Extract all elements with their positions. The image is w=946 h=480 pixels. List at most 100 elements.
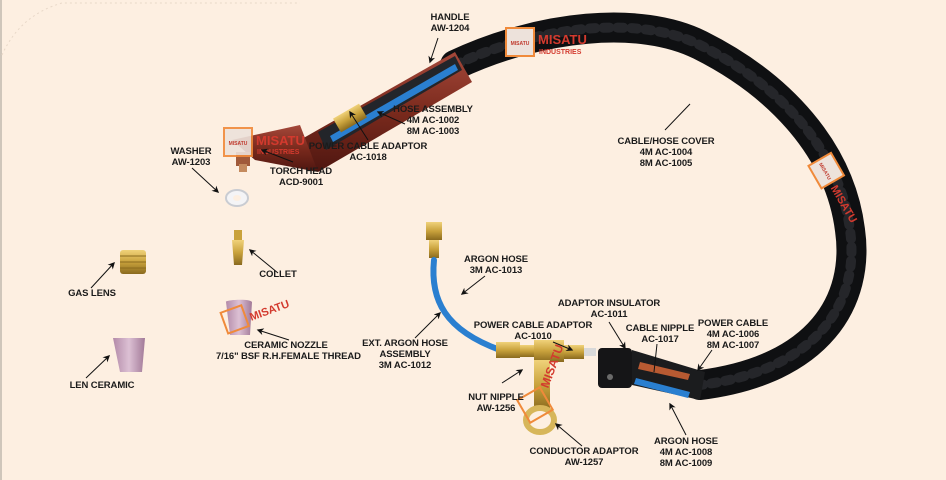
left-border [0, 0, 2, 480]
arrow-power-cable [697, 349, 713, 372]
label-adaptor-insulator: ADAPTOR INSULATOR AC-1011 [556, 298, 662, 320]
arrow-ext-argon-hose [414, 312, 441, 339]
arrow-cable-nipple [653, 343, 658, 373]
part-name: CABLE/HOSE COVER [617, 136, 715, 147]
part-code: AW-1257 [564, 457, 604, 468]
part-code: 8M AC-1009 [659, 458, 713, 469]
watermark-brand: MISATU [538, 32, 587, 47]
part-code: 4M AC-1004 [639, 147, 693, 158]
part-name: GAS LENS [68, 288, 116, 299]
watermark-sub: INDUSTRIES [539, 49, 582, 56]
cable-end [632, 350, 705, 400]
label-hose-assembly: HOSE ASSEMBLY 4M AC-1002 8M AC-1003 [388, 104, 478, 137]
part-code: AC-1017 [641, 334, 679, 345]
part-name: ARGON HOSE [654, 436, 718, 447]
arrow-nut-nipple [501, 369, 524, 384]
label-torch-head: TORCH HEAD ACD-9001 [266, 166, 336, 188]
label-power-cable-adaptor: POWER CABLE ADAPTOR AC-1010 [472, 320, 594, 342]
collet [232, 230, 244, 265]
label-len-ceramic: LEN CERAMIC [64, 380, 140, 391]
part-code: 8M AC-1005 [639, 158, 693, 169]
part-code: 3M AC-1013 [469, 265, 523, 276]
arrow-handle [428, 37, 439, 64]
part-name: WASHER [170, 146, 212, 157]
arrow-argon-hose-main [669, 402, 687, 436]
arrow-collet [248, 249, 279, 274]
part-code: 8M AC-1003 [406, 126, 460, 137]
label-ceramic-nozzle: CERAMIC NOZZLE 7/16" BSF R.H.FEMALE THRE… [216, 340, 361, 362]
part-code: 7/16" BSF R.H.FEMALE THREAD [216, 351, 361, 362]
part-name: NUT NIPPLE [468, 392, 524, 403]
part-code: ACD-9001 [278, 177, 324, 188]
label-washer: WASHER AW-1203 [166, 146, 216, 168]
arrow-washer [191, 167, 220, 193]
label-ext-argon-hose-assembly: EXT. ARGON HOSE ASSEMBLY 3M AC-1012 [360, 338, 450, 371]
watermark-top: MISATU MISATU INDUSTRIES [505, 27, 587, 57]
len-ceramic [113, 338, 145, 372]
label-power-cable: POWER CABLE 4M AC-1006 8M AC-1007 [697, 318, 769, 351]
label-nut-nipple: NUT NIPPLE AW-1256 [464, 392, 528, 414]
cable-nipple [638, 362, 690, 380]
watermark-stamp-text: MISATU [511, 41, 530, 47]
part-name: ARGON HOSE [464, 254, 528, 265]
part-code: AC-1010 [514, 331, 552, 342]
handle [300, 52, 472, 172]
part-name: CABLE NIPPLE [625, 323, 695, 334]
part-code: ASSEMBLY [379, 349, 431, 360]
part-name: POWER CABLE ADAPTOR [473, 320, 593, 331]
label-power-cable-adaptor-torch: POWER CABLE ADAPTOR AC-1018 [307, 141, 429, 163]
part-code: AC-1011 [590, 309, 628, 320]
arrow-cable-hose-cover [664, 103, 691, 131]
arrow-ceramic-nozzle [256, 328, 290, 341]
watermark-conductor [515, 385, 555, 425]
arrow-torch-head [260, 148, 294, 163]
arrow-gas-lens [90, 261, 115, 289]
part-name: ADAPTOR INSULATOR [557, 298, 661, 309]
part-name: CERAMIC NOZZLE [244, 340, 328, 351]
part-code: AW-1203 [171, 157, 211, 168]
power-cable-adaptor [496, 340, 596, 362]
part-code: AW-1204 [430, 23, 470, 34]
part-name: HOSE ASSEMBLY [393, 104, 473, 115]
arrow-power-cable-adaptor-torch [349, 110, 369, 141]
watermark-brand: MISATU [248, 298, 291, 323]
arrow-conductor-adaptor [554, 423, 583, 447]
label-cable-hose-cover: CABLE/HOSE COVER 4M AC-1004 8M AC-1005 [612, 136, 720, 169]
argon-hose-main [634, 378, 690, 398]
arrow-argon-hose-3m [460, 275, 486, 295]
part-name: POWER CABLE ADAPTOR [308, 141, 428, 152]
label-argon-hose-main: ARGON HOSE 4M AC-1008 8M AC-1009 [651, 436, 721, 469]
watermark-stamp-text: MISATU [229, 141, 248, 147]
watermark-sub: INDUSTRIES [257, 149, 300, 156]
part-code: 4M AC-1002 [406, 115, 460, 126]
decorative-arc [1, 2, 300, 56]
arrow-power-cable-adaptor [552, 341, 574, 352]
part-code: AW-1256 [476, 403, 516, 414]
adaptor-insulator [598, 348, 632, 388]
watermark-brand: MISATU [256, 133, 305, 148]
label-argon-hose-3m: ARGON HOSE 3M AC-1013 [460, 254, 532, 276]
part-name: TORCH HEAD [269, 166, 333, 177]
washer-hole [233, 195, 241, 201]
label-collet: COLLET [256, 269, 300, 280]
part-code: 4M AC-1008 [659, 447, 713, 458]
label-cable-nipple: CABLE NIPPLE AC-1017 [625, 323, 695, 345]
part-name: EXT. ARGON HOSE [362, 338, 448, 349]
leader-arrows [85, 37, 713, 447]
label-gas-lens: GAS LENS [64, 288, 120, 299]
cable-hose-cover [440, 12, 867, 400]
part-code: 4M AC-1006 [706, 329, 760, 340]
part-name: LEN CERAMIC [69, 380, 135, 391]
label-handle: HANDLE AW-1204 [425, 12, 475, 34]
part-name: COLLET [259, 269, 297, 280]
part-code: 3M AC-1012 [378, 360, 432, 371]
watermark-torch: MISATU MISATU INDUSTRIES [223, 127, 305, 157]
part-name: CONDUCTOR ADAPTOR [529, 446, 639, 457]
part-name: POWER CABLE [697, 318, 769, 329]
arrow-len-ceramic [85, 355, 111, 379]
arrow-hose-assembly [376, 111, 406, 125]
arrow-adaptor-insulator [608, 321, 626, 350]
part-code: AC-1018 [349, 152, 387, 163]
label-conductor-adaptor: CONDUCTOR ADAPTOR AW-1257 [528, 446, 640, 468]
